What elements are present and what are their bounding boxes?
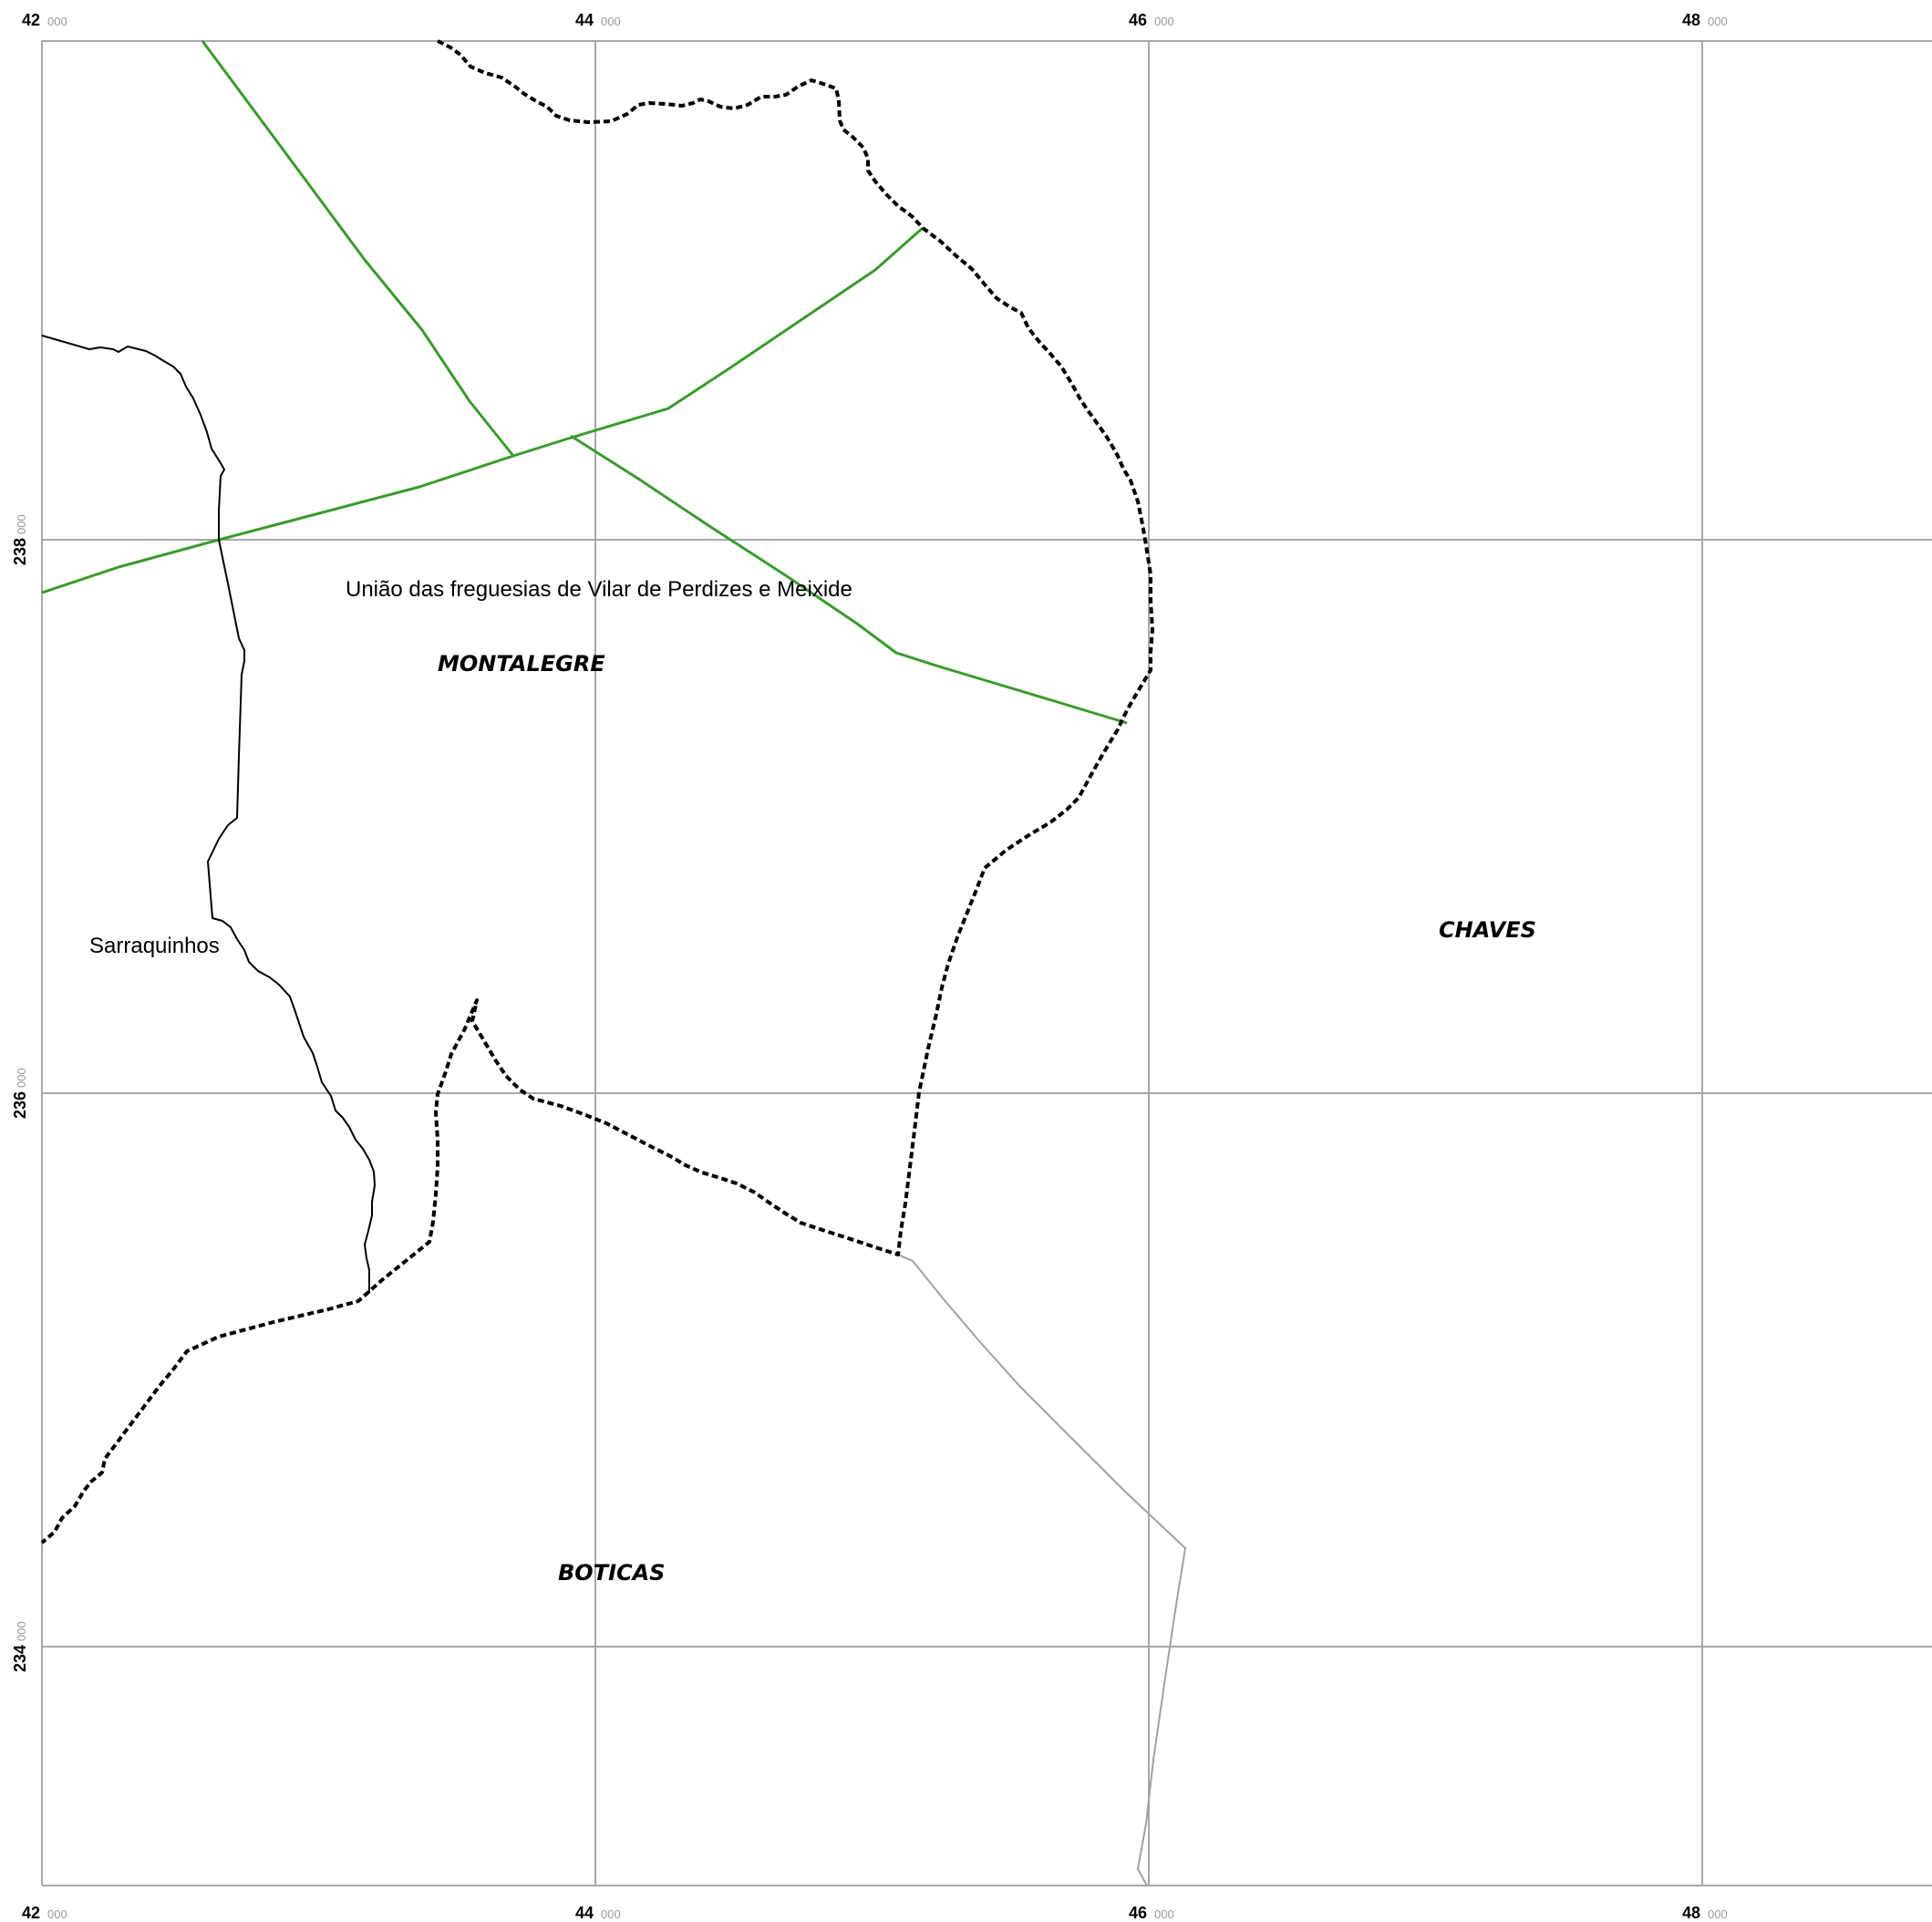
boundary-boticas-chaves — [897, 1254, 1187, 1886]
x-tick-minor: 000 — [1708, 1907, 1728, 1921]
y-tick-minor: 000 — [15, 1068, 28, 1088]
road-west-east — [41, 226, 924, 594]
y-tick-major: 234 — [11, 1645, 29, 1672]
y-tick-major: 236 — [11, 1091, 29, 1119]
y-tick-236: 236 000 — [11, 1068, 29, 1119]
x-tick-minor: 000 — [601, 1907, 621, 1921]
boundary-district — [40, 39, 1154, 1545]
road-nw-se — [201, 40, 515, 457]
y-tick-minor: 000 — [15, 1621, 28, 1641]
y-tick-238: 238 000 — [11, 514, 29, 565]
municipality-label-montalegre[interactable]: MONTALEGRE — [438, 651, 605, 677]
x-tick-minor: 000 — [1154, 1907, 1174, 1921]
x-tick-minor: 000 — [601, 15, 621, 28]
y-tick-234: 234 000 — [11, 1621, 29, 1672]
boundary-sarraquinhos — [41, 335, 376, 1293]
y-tick-minor: 000 — [15, 514, 28, 534]
parish-label-vilar-perdizes[interactable]: União das freguesias de Vilar de Perdize… — [346, 577, 852, 602]
x-tick-major: 48 — [1682, 1904, 1700, 1922]
municipality-label-boticas[interactable]: BOTICAS — [558, 1560, 665, 1586]
x-tick-minor: 000 — [47, 15, 67, 28]
x-tick-major: 42 — [22, 1904, 40, 1922]
x-tick-major: 44 — [575, 1904, 594, 1922]
coordinate-grid — [41, 40, 1932, 1886]
x-tick-major: 42 — [22, 11, 40, 29]
road-center-se — [570, 434, 1128, 725]
x-tick-minor: 000 — [1708, 15, 1728, 28]
x-tick-major: 46 — [1129, 11, 1147, 29]
x-tick-major: 44 — [575, 11, 594, 29]
x-axis-bottom-labels: 42 000 44 000 46 000 48 000 — [22, 1904, 1728, 1922]
x-tick-minor: 000 — [47, 1907, 67, 1921]
x-tick-major: 48 — [1682, 11, 1700, 29]
parish-label-sarraquinhos[interactable]: Sarraquinhos — [89, 934, 220, 958]
municipality-label-chaves[interactable]: CHAVES — [1439, 917, 1536, 943]
x-tick-major: 46 — [1129, 1904, 1147, 1922]
x-axis-top-labels: 42 000 44 000 46 000 48 000 — [22, 11, 1728, 29]
roads — [41, 40, 1128, 725]
x-tick-minor: 000 — [1154, 15, 1174, 28]
y-tick-major: 238 — [11, 538, 29, 565]
y-axis-labels: 238 000 236 000 234 000 — [11, 514, 29, 1672]
